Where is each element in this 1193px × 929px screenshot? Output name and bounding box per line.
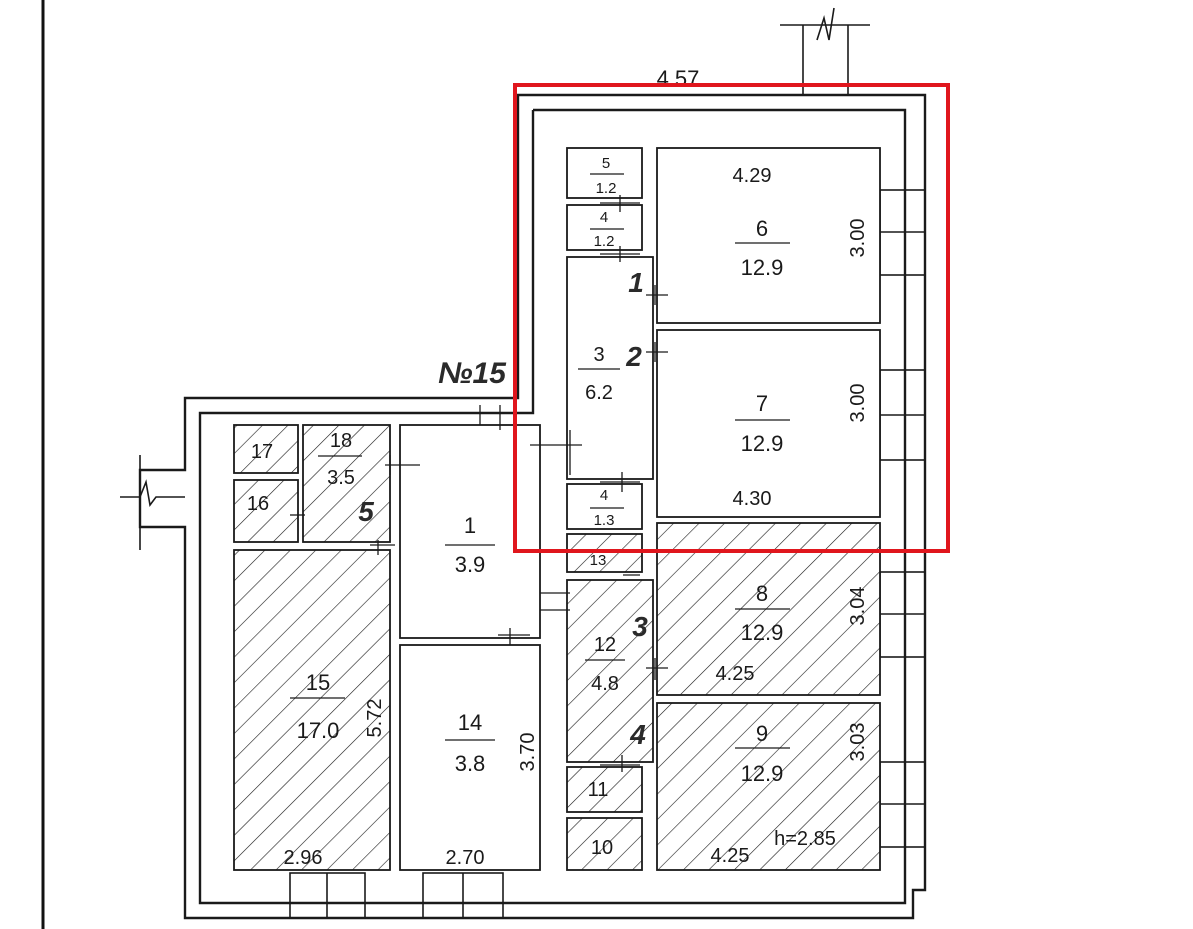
room-12-area: 4.8 xyxy=(591,673,619,695)
fraction-bars xyxy=(290,173,790,749)
room-9-num: 9 xyxy=(756,721,768,746)
room-15-height: 5.72 xyxy=(364,699,386,738)
room-8-num: 8 xyxy=(756,581,768,606)
door-marks xyxy=(290,195,668,772)
top-dimension: 4.57 xyxy=(657,66,700,91)
room-16 xyxy=(233,479,299,543)
room-6-num: 6 xyxy=(756,216,768,241)
height-note: h=2.85 xyxy=(774,828,836,850)
room-4a-area: 1.2 xyxy=(594,233,615,250)
room-7-area: 12.9 xyxy=(741,431,784,456)
entrance-mark-5: 5 xyxy=(358,496,374,527)
room-10-num: 10 xyxy=(591,837,613,859)
room-18-area: 3.5 xyxy=(327,467,355,489)
room-15-area: 17.0 xyxy=(297,718,340,743)
entrance-mark-4: 4 xyxy=(629,719,646,750)
room-17-num: 17 xyxy=(251,441,273,463)
room-8-area: 12.9 xyxy=(741,620,784,645)
room-6-area: 12.9 xyxy=(741,255,784,280)
room-5-num: 5 xyxy=(602,155,610,172)
highlight-frame xyxy=(513,83,950,553)
room-4-lower xyxy=(566,483,643,530)
room-12 xyxy=(566,579,654,763)
room-15-num: 15 xyxy=(306,670,330,695)
room-8-width: 4.25 xyxy=(716,663,755,685)
room-9-area: 12.9 xyxy=(741,761,784,786)
room-8-height: 3.04 xyxy=(847,587,869,626)
room-6-width: 4.29 xyxy=(733,165,772,187)
room-1-num: 1 xyxy=(464,513,476,538)
room-5-area: 1.2 xyxy=(596,180,617,197)
room-16-num: 16 xyxy=(247,493,269,515)
room-7-num: 7 xyxy=(756,391,768,416)
building-label: №15 xyxy=(438,357,507,390)
room-5 xyxy=(566,147,643,199)
room-7 xyxy=(656,329,881,518)
room-4a-num: 4 xyxy=(600,209,608,226)
room-6-height: 3.00 xyxy=(847,219,869,258)
room-4-upper xyxy=(566,204,643,251)
room-14-area: 3.8 xyxy=(455,751,486,776)
room-14-num: 14 xyxy=(458,710,482,735)
labels: №15 4.57 5 1.2 4 1.2 3 6.2 4.29 6 12.9 3… xyxy=(247,66,869,869)
room-9-height: 3.03 xyxy=(847,723,869,762)
room-9 xyxy=(656,702,881,871)
room-10 xyxy=(566,817,643,871)
room-3-area: 6.2 xyxy=(585,382,613,404)
entrance-mark-1: 1 xyxy=(628,267,644,298)
room-14-height: 3.70 xyxy=(517,733,539,772)
room-15 xyxy=(233,549,391,871)
room-3-num: 3 xyxy=(593,344,604,366)
room-6 xyxy=(656,147,881,324)
room-18 xyxy=(302,424,391,543)
room-11 xyxy=(566,766,643,813)
room-14-width: 2.70 xyxy=(446,847,485,869)
room-18-num: 18 xyxy=(330,430,352,452)
room-4b-num: 4 xyxy=(600,487,608,504)
room-1-area: 3.9 xyxy=(455,552,486,577)
entrance-mark-3: 3 xyxy=(632,611,648,642)
room-9-width: 4.25 xyxy=(711,845,750,867)
rooms xyxy=(233,147,881,871)
room-7-width: 4.30 xyxy=(733,488,772,510)
room-11-num: 11 xyxy=(588,779,609,801)
room-17 xyxy=(233,424,299,474)
room-14 xyxy=(399,644,541,871)
room-13-num: 13 xyxy=(590,552,607,569)
room-4b-area: 1.3 xyxy=(594,512,615,529)
room-12-num: 12 xyxy=(594,634,616,656)
entrance-mark-2: 2 xyxy=(625,341,642,372)
room-3 xyxy=(566,256,654,480)
room-15-width: 2.96 xyxy=(284,847,323,869)
room-7-height: 3.00 xyxy=(847,384,869,423)
